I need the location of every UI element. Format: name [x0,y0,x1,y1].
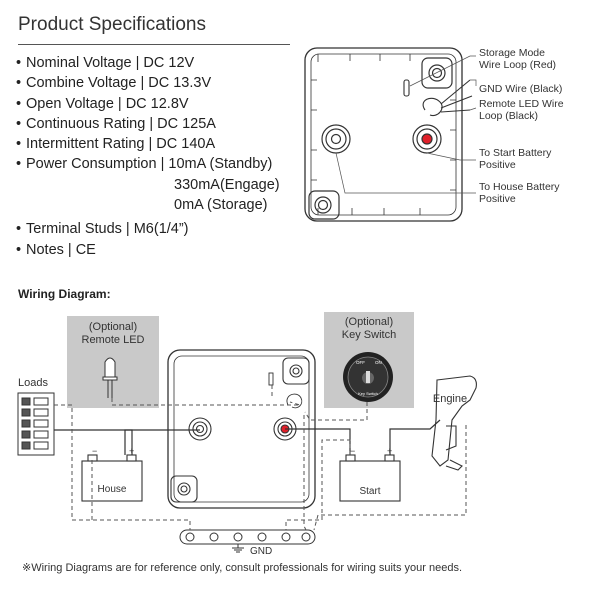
loads-label: Loads [18,377,48,389]
wiring-relay-hole-bottom [170,475,198,503]
callout-start-positive: To Start Battery [479,147,552,159]
switch-on-label: ON [375,360,382,365]
spec-item-notes: •Notes | CE [16,241,96,258]
start-terminal-red-dot [421,133,433,145]
house-terminal-stud [321,124,351,154]
loads-panel-icon [17,392,55,456]
mounting-hole-bottom-left [308,190,340,220]
spec-text: 0mA (Storage) [174,197,268,214]
key-switch-icon: OFF ON Key Switch [343,352,393,402]
relay-inner-edge [310,53,457,216]
spec-item-continuous-rating: •Continuous Rating | DC 125A [16,115,216,132]
switch-maker-label: Key Switch [358,391,378,396]
mounting-hole-top-right [421,57,453,89]
product-callouts: Storage Mode Wire Loop (Red) GND Wire (B… [479,47,564,205]
wiring-storage-loop [268,372,274,386]
svg-text:−: − [92,446,97,456]
remote-led-optional-label: (Optional) [89,321,137,333]
start-battery-label: Start [359,486,380,497]
relay-body [304,47,463,222]
start-battery-icon: − + [339,446,401,502]
wiring-led-loop [286,393,303,409]
ground-bus-bar [179,529,316,545]
spec-item-power-storage: 0mA (Storage) [16,195,280,215]
page-title: Product Specifications [18,14,206,35]
callout-house-positive: To House Battery [479,181,560,193]
solid-wires [54,419,441,455]
spec-item-open-voltage: •Open Voltage | DC 12.8V [16,95,189,112]
callout-storage-loop: Storage Mode [479,47,545,59]
spec-list: •Nominal Voltage | DC 12V •Combine Volta… [16,53,280,260]
product-drawing [304,47,463,222]
key-switch-label: Key Switch [342,329,396,341]
callout-house-positive: Positive [479,193,516,205]
spec-item-combine-voltage: •Combine Voltage | DC 13.3V [16,75,212,92]
engine-label: Engine [433,393,467,405]
spec-item-power-consumption: •Power Consumption | 10mA (Standby) [16,156,273,173]
spec-item-intermittent-rating: •Intermittent Rating | DC 140A [16,136,216,153]
spec-text: Open Voltage | DC 12.8V [26,95,189,112]
callout-leaders [335,55,477,194]
spec-text: Continuous Rating | DC 125A [26,115,216,132]
product-wire-loops [403,79,473,117]
wiring-relay-body [167,349,316,509]
spec-text: Notes | CE [26,241,96,258]
house-battery-label: House [98,484,127,495]
spec-text: Power Consumption | 10mA (Standby) [26,156,273,173]
spec-text: 330mA(Engage) [174,176,280,193]
spec-text: Intermittent Rating | DC 140A [26,136,216,153]
spec-item-terminal-studs: •Terminal Studs | M6(1/4”) [16,221,189,238]
callout-gnd-wire: GND Wire (Black) [479,83,562,95]
switch-off-label: OFF [356,360,365,365]
remote-led-label: Remote LED [82,334,145,346]
spec-text: Nominal Voltage | DC 12V [26,55,195,71]
callout-remote-led-loop: Loop (Black) [479,110,538,122]
spec-text: Combine Voltage | DC 13.3V [26,75,212,92]
wiring-house-stud [188,417,212,441]
wiring-relay-hole-top [282,357,310,385]
spec-text: Terminal Studs | M6(1/4”) [26,221,189,238]
engine-icon [431,375,477,471]
wiring-diagram-title: Wiring Diagram: [18,287,111,301]
dashed-wires [54,385,467,531]
callout-start-positive: Positive [479,159,516,171]
key-switch-optional-label: (Optional) [345,316,393,328]
spec-item-nominal-voltage: •Nominal Voltage | DC 12V [16,55,195,71]
gnd-label: GND [250,546,272,557]
title-divider [18,44,290,45]
callout-storage-loop: Wire Loop (Red) [479,59,556,71]
callout-remote-led-loop: Remote LED Wire [479,98,564,110]
remote-led-icon [102,357,118,398]
ground-symbol-icon [232,544,244,553]
svg-text:−: − [350,446,355,456]
start-terminal-stud [412,124,442,154]
wiring-footnote: ※Wiring Diagrams are for reference only,… [22,562,463,574]
spec-item-power-engage: 330mA(Engage) [16,175,280,195]
